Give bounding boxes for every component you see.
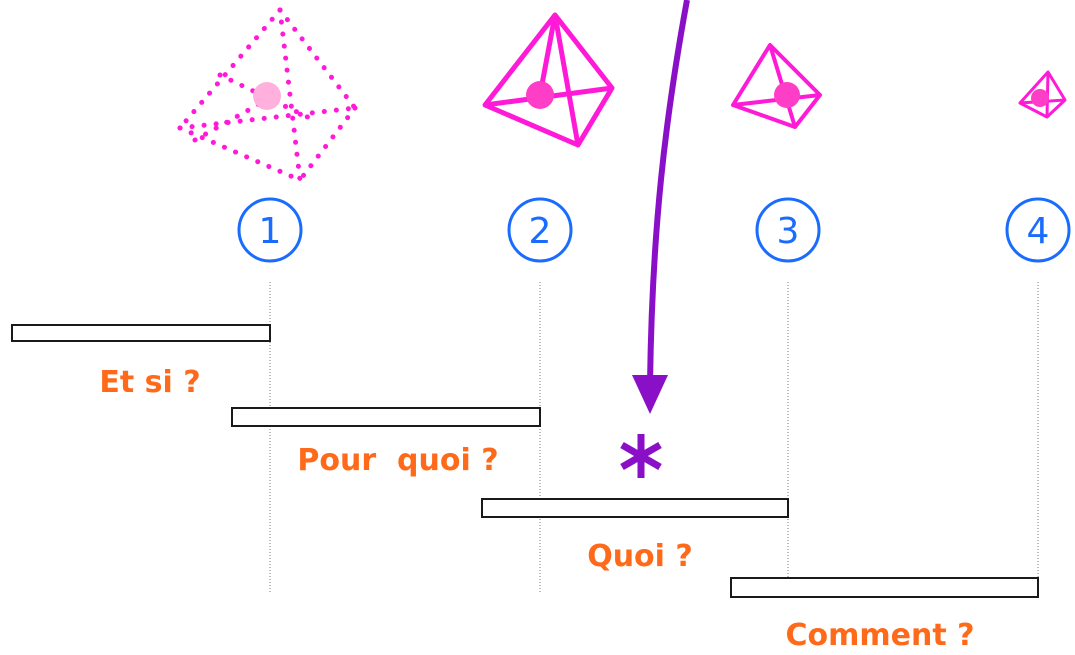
step-label-4: Comment ? — [785, 618, 974, 653]
timeline-bar-3 — [481, 498, 789, 518]
step-number-2: 2 — [507, 197, 573, 263]
arrowhead-icon — [632, 375, 668, 414]
timeline-bars — [11, 324, 1039, 598]
timeline-bar-1 — [11, 324, 271, 342]
step-number-3: 3 — [755, 197, 821, 263]
center-dot — [526, 81, 554, 109]
tetrahedron-medium-icon — [731, 43, 822, 129]
step-label-3: Quoi ? — [587, 539, 693, 574]
step-number-text: 1 — [259, 211, 282, 252]
asterisk-icon — [620, 434, 662, 478]
step-number-text: 3 — [777, 211, 800, 252]
timeline-bar-2 — [231, 407, 541, 427]
step-label-2: Pour quoi ? — [297, 443, 498, 478]
curved-arrow-icon — [645, 0, 690, 390]
step-label-1: Et si ? — [99, 365, 200, 400]
step-number-4: 4 — [1005, 197, 1071, 263]
timeline-bar-4 — [730, 577, 1039, 598]
tetrahedron-large-icon — [482, 12, 615, 148]
center-dot-faint — [253, 82, 281, 110]
step-number-1: 1 — [237, 197, 303, 263]
center-dot — [1031, 89, 1049, 107]
step-number-text: 4 — [1027, 211, 1050, 252]
center-dot — [774, 82, 800, 108]
step-number-text: 2 — [529, 211, 552, 252]
